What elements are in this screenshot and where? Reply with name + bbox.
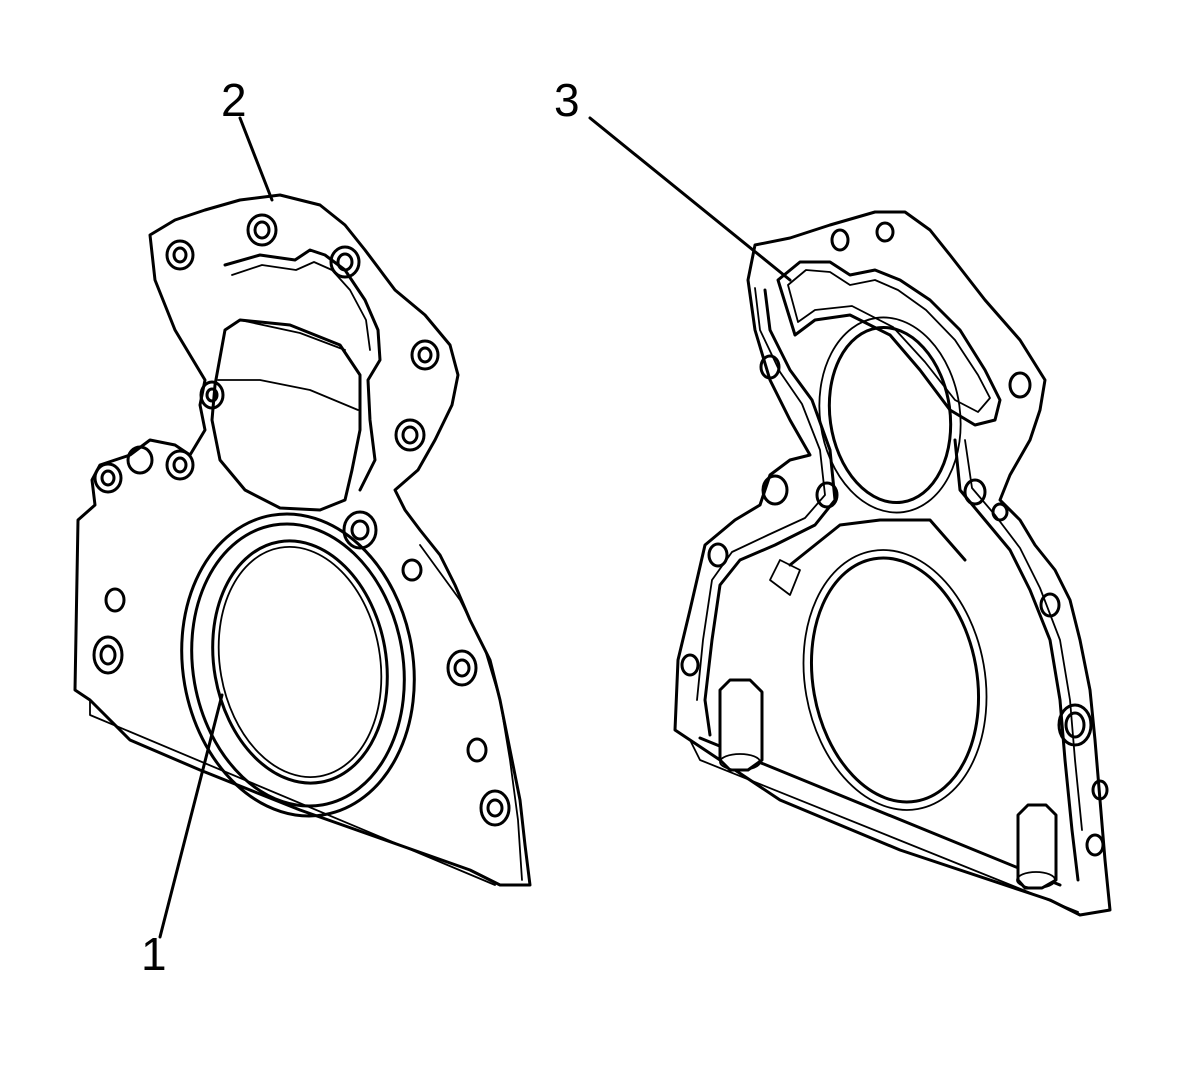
- dowel-pins: [718, 678, 1058, 890]
- bolt-holes-right-cover: [680, 221, 1109, 857]
- rear-main-seal: [180, 512, 416, 818]
- leader-line-2: [238, 116, 274, 202]
- leader-line-1: [158, 693, 224, 939]
- callout-3: 3: [554, 74, 580, 126]
- leader-line-3: [588, 116, 792, 282]
- bolt-holes-right: [342, 510, 511, 827]
- callout-1: 1: [141, 928, 167, 980]
- bolt-holes-upper: [165, 213, 440, 452]
- bolt-holes-left: [92, 445, 195, 675]
- right-engine-rear-cover: [673, 210, 1112, 917]
- callout-2: 2: [221, 74, 247, 126]
- left-engine-rear-cover: [73, 193, 532, 887]
